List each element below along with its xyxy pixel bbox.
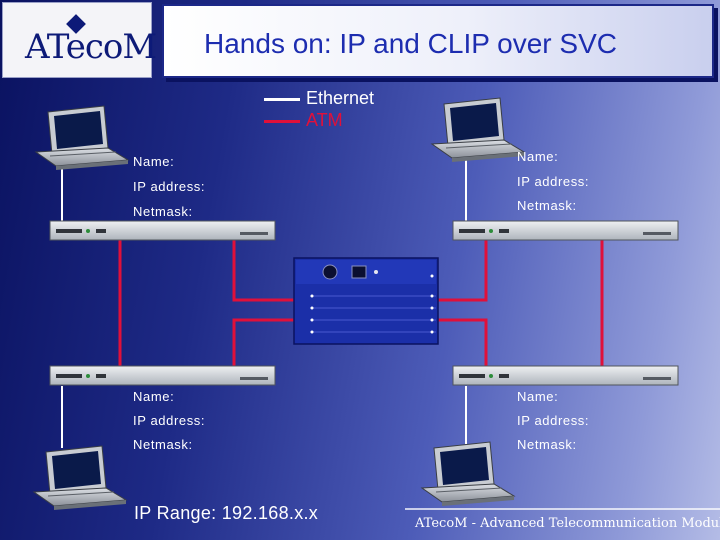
host-netmask-label: Netmask:: [517, 198, 577, 213]
host-name-label: Name:: [517, 149, 559, 164]
laptop-icon: [430, 97, 526, 162]
host-ip-label: IP address:: [517, 413, 590, 428]
atecom-logo: ATecoM: [2, 2, 157, 78]
atm-link-top-right: [436, 240, 488, 302]
atm-nic-bottom-right: [452, 365, 679, 386]
atm-switch: [293, 257, 439, 345]
host-netmask-label: Netmask:: [133, 204, 193, 219]
host-netmask-label: Netmask:: [133, 437, 193, 452]
ip-range-label: IP Range: 192.168.x.x: [134, 503, 319, 523]
laptop-icon: [420, 441, 516, 506]
atm-line-swatch: [264, 120, 300, 123]
host-ip-label: IP address:: [133, 179, 206, 194]
legend-label: ATM: [306, 110, 343, 130]
atm-link-bottom-left: [232, 318, 298, 366]
footer-text: ATecoM - Advanced Telecommunication Modu…: [415, 516, 720, 531]
host-netmask-label: Netmask:: [517, 437, 577, 452]
atm-link-top-left: [232, 240, 298, 302]
host-name-label: Name:: [517, 389, 559, 404]
ethernet-line-swatch: [264, 98, 300, 101]
legend-label: Ethernet: [306, 88, 375, 108]
atm-nic-top-left: [49, 220, 276, 241]
host-name-label: Name:: [133, 389, 175, 404]
atm-link-bottom-right: [436, 318, 488, 366]
laptop-icon: [32, 445, 128, 510]
header: ATecoM Hands on: IP and CLIP over SVC: [0, 0, 720, 80]
atm-nic-top-right: [452, 220, 679, 241]
host-name-label: Name:: [133, 154, 175, 169]
title-bar: Hands on: IP and CLIP over SVC: [162, 4, 714, 78]
atm-nic-bottom-left: [49, 365, 276, 386]
logo-text: ATecoM: [25, 27, 157, 67]
atm-links: [118, 240, 604, 366]
host-ip-label: IP address:: [133, 413, 206, 428]
ethernet-links: [61, 152, 467, 448]
laptop-icon: [34, 105, 130, 170]
host-ip-label: IP address:: [517, 174, 590, 189]
slide-title: Hands on: IP and CLIP over SVC: [204, 28, 617, 59]
footer-divider: [405, 508, 720, 510]
